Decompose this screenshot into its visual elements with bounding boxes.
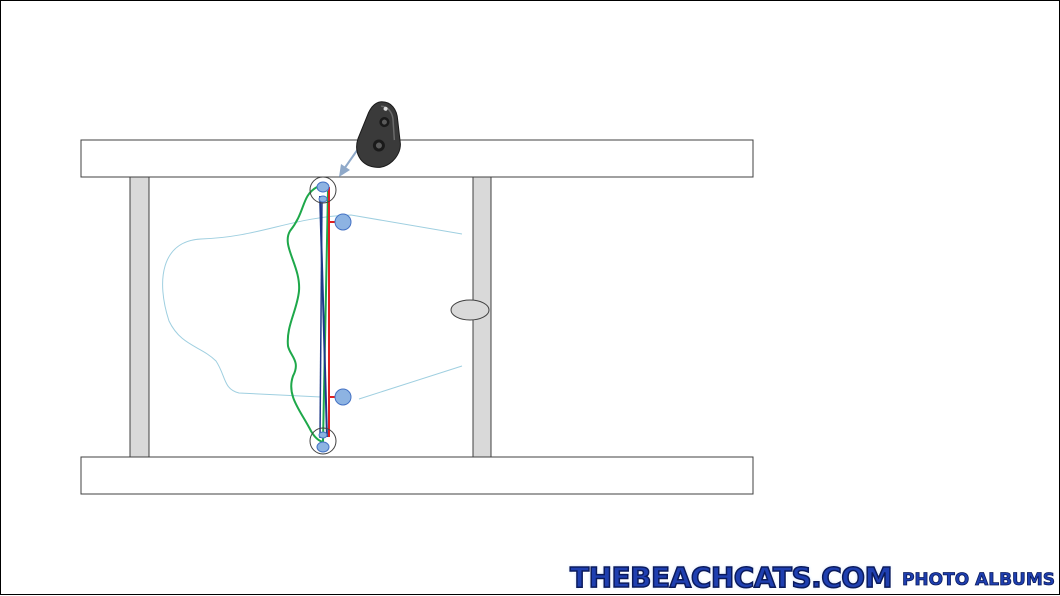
left-hull — [129, 176, 150, 458]
mast-step — [450, 299, 490, 321]
bottom-block-sheave — [316, 441, 330, 453]
sail-outline-lower — [358, 365, 463, 400]
green-line-straight — [322, 190, 329, 443]
top-block-ring — [309, 176, 337, 204]
top-block-sheave-lower — [318, 195, 328, 203]
sail-outline — [162, 214, 463, 398]
top-block-sheave — [316, 181, 330, 193]
pointer-arrow-icon — [339, 148, 359, 177]
bottom-block-ring — [309, 427, 337, 455]
rear-beam — [80, 456, 754, 495]
upper-side-block — [334, 213, 352, 231]
cam-cleat-icon — [356, 101, 401, 168]
green-control-line — [286, 186, 324, 443]
front-beam — [80, 139, 754, 178]
blue-line-b — [319, 197, 323, 439]
bottom-block-sheave-upper — [318, 431, 328, 439]
lower-side-block — [334, 388, 352, 406]
